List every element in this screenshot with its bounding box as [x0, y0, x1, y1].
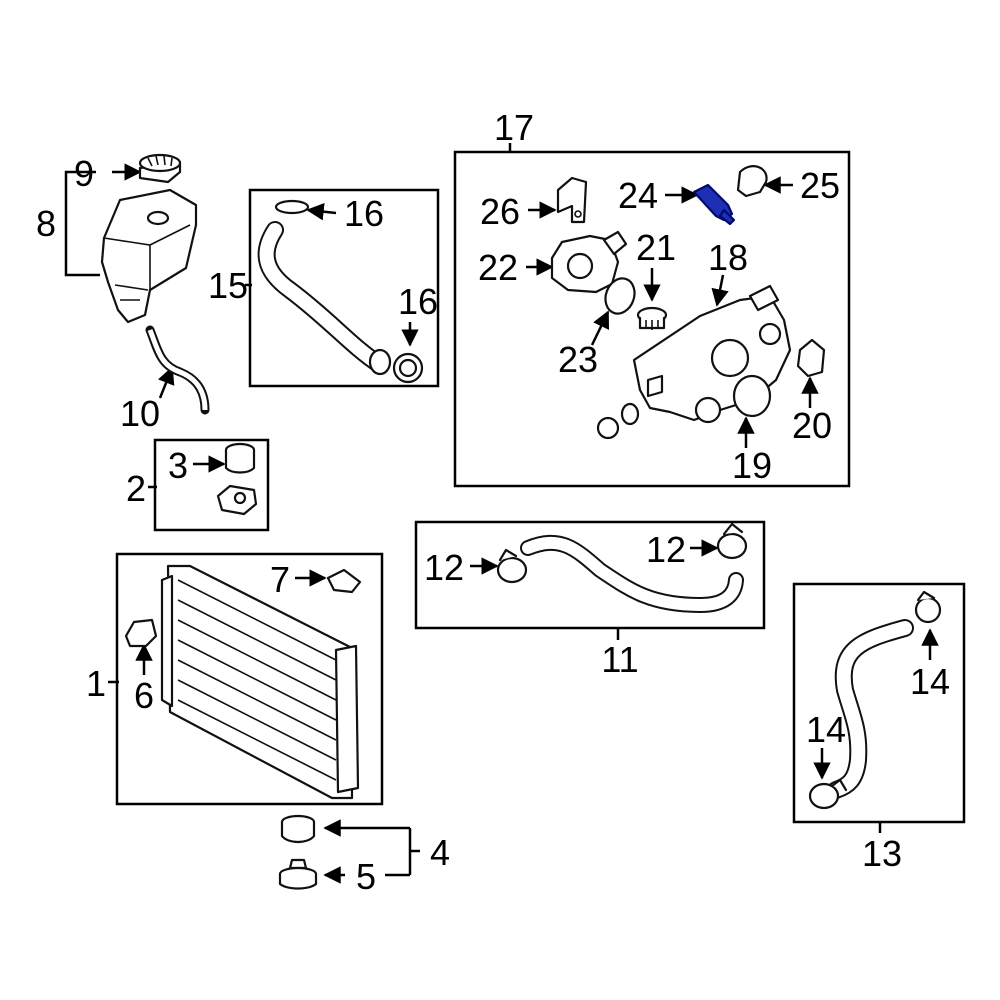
callout-14a: 14 [910, 661, 950, 702]
arrow-23 [590, 310, 610, 346]
leader-8-bottom [64, 222, 100, 277]
clip-25-part [736, 165, 768, 198]
callout-6: 6 [134, 675, 154, 716]
callout-9: 9 [74, 153, 94, 194]
callout-17: 17 [494, 107, 534, 148]
callout-18: 18 [708, 237, 748, 278]
cap-4-part [280, 814, 316, 844]
callout-3: 3 [168, 445, 188, 486]
plugs-part [596, 402, 640, 440]
hose-13-part [827, 619, 914, 799]
gasket-23-part [604, 277, 636, 315]
callout-24: 24 [618, 175, 658, 216]
hose-clamp-12a-part [496, 548, 528, 584]
callout-19: 19 [732, 445, 772, 486]
callout-21: 21 [636, 227, 676, 268]
callout-16b: 16 [398, 281, 438, 322]
callout-23: 23 [558, 339, 598, 380]
temperature-sensor-24-highlighted [692, 183, 736, 226]
callout-14b: 14 [806, 709, 846, 750]
callout-10: 10 [120, 393, 160, 434]
callout-2: 2 [126, 468, 146, 509]
insulator-2-part [216, 484, 258, 516]
o-ring-19-part [732, 374, 772, 418]
hose-clamp-14b-part [808, 778, 848, 810]
callout-15: 15 [208, 265, 248, 306]
water-pipe-part [257, 221, 392, 376]
o-ring-16a-part [274, 199, 310, 215]
callout-12b: 12 [646, 529, 686, 570]
mount-5-part [278, 858, 318, 890]
leader-8-top [64, 170, 96, 222]
callout-13: 13 [862, 833, 902, 874]
group-box-1 [115, 552, 384, 806]
group-box-17 [453, 150, 851, 488]
callout-5: 5 [356, 856, 376, 897]
callout-22: 22 [478, 247, 518, 288]
bracket-26-part [556, 176, 588, 224]
radiator-part [160, 564, 360, 800]
callout-26: 26 [480, 191, 520, 232]
arrow-16a [306, 202, 337, 221]
callout-11: 11 [601, 639, 638, 680]
callout-1: 1 [86, 663, 106, 704]
group-box-15 [248, 188, 440, 388]
callout-4: 4 [430, 832, 450, 873]
callout-7: 7 [270, 559, 290, 600]
callout-20: 20 [792, 405, 832, 446]
bracket-6-part [124, 618, 158, 648]
thermostat-housing-22-part [550, 230, 628, 294]
seal-7-part [326, 568, 362, 594]
gasket-20-part [796, 338, 826, 378]
callout-12a: 12 [424, 547, 464, 588]
reservoir-cap-part [138, 153, 182, 184]
thermostat-21-part [636, 306, 668, 330]
callout-25: 25 [800, 165, 840, 206]
arrow-10 [158, 366, 175, 399]
insulator-3-part [224, 442, 256, 474]
arrow-18 [711, 274, 729, 307]
hose-clamp-14a-part [914, 590, 942, 624]
coolant-reservoir-part [100, 188, 198, 324]
o-ring-16b-part [392, 352, 424, 384]
group-box-2 [153, 438, 270, 532]
coolant-pipe-11-part [520, 534, 744, 614]
group-box-11 [414, 520, 766, 630]
callout-16a: 16 [344, 193, 384, 234]
callout-8: 8 [36, 203, 56, 244]
hose-clamp-12b-part [716, 522, 748, 560]
